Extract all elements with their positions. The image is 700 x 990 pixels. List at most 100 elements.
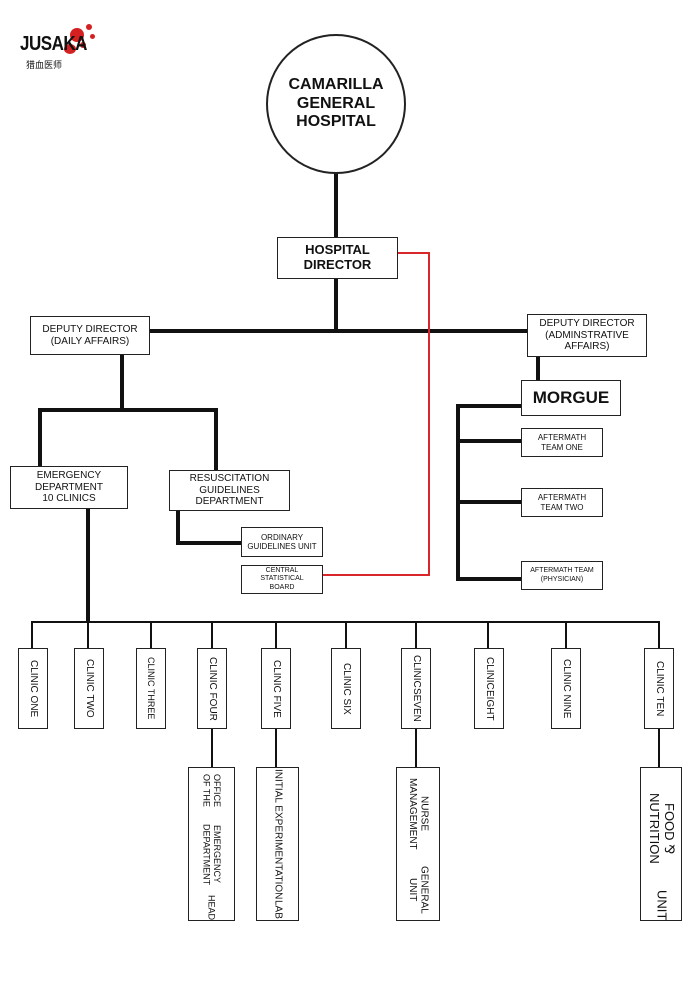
node-label: GENERAL UNIT: [407, 865, 430, 914]
clinic-node: CLINIC TWO: [74, 648, 104, 729]
connector: [345, 622, 347, 648]
node-label: AFTERMATH: [537, 493, 587, 503]
node-label: UNIT: [654, 889, 670, 920]
node-label: GUIDELINES: [199, 484, 260, 496]
node-label: (DAILY AFFAIRS): [50, 335, 130, 347]
node-label: (PHYSICIAN): [540, 575, 584, 583]
node-label: HEAD: [206, 894, 217, 920]
blood-splatter-icon: [80, 42, 86, 48]
node-label: AFTERMATH TEAM: [530, 567, 594, 575]
connector: [176, 511, 180, 545]
clinic-node: CLINIC FOUR: [197, 648, 227, 729]
connector: [487, 622, 489, 648]
connector: [415, 622, 417, 648]
connector: [211, 622, 213, 648]
connector: [38, 408, 218, 412]
connector: [150, 329, 528, 333]
connector: [456, 404, 460, 581]
node-label: CLINIC FIVE: [270, 659, 282, 718]
connector: [456, 577, 522, 581]
node-label: TEAM TWO: [540, 502, 584, 512]
red-link: [323, 574, 430, 576]
clinic-node: CLINIC FIVE: [261, 648, 291, 729]
connector: [176, 541, 242, 545]
nurse-management-node: NURSE MANAGEMENT GENERAL UNIT: [396, 767, 440, 921]
node-label: TEAM ONE: [541, 442, 583, 452]
connector: [31, 622, 33, 648]
connector: [150, 622, 152, 648]
connector: [456, 404, 522, 408]
deputy-director-daily-node: DEPUTY DIRECTOR(DAILY AFFAIRS): [30, 316, 150, 355]
connector: [120, 355, 124, 412]
node-label: GUIDELINES UNIT: [247, 542, 317, 551]
food-nutrition-unit-node: FOOD ⅋ NUTRITION UNIT: [640, 767, 682, 921]
node-label: DEPARTMENT: [35, 481, 103, 493]
node-label: STATISTICAL: [260, 575, 304, 583]
clinic-node: CLINIC NINE: [551, 648, 581, 729]
node-label: CLINIC TWO: [83, 659, 95, 718]
node-label: DEPARTMENT: [195, 496, 264, 508]
node-label: EIGHT: [483, 689, 495, 721]
node-label: AFTERMATH: [537, 433, 587, 443]
clinic-node: CLINIC TEN: [644, 648, 674, 729]
node-label: INITIAL EXPERIMENTATION: [272, 769, 284, 900]
node-label: SEVEN: [410, 687, 422, 722]
node-label: ORDINARY: [260, 532, 304, 542]
clinic-node: CLINIC SIX: [331, 648, 361, 729]
connector: [456, 500, 522, 504]
node-label: 10 CLINICS: [42, 493, 96, 505]
node-label: NURSE MANAGEMENT: [407, 777, 430, 850]
node-label: BOARD: [269, 583, 295, 591]
node-label: AFFAIRS): [564, 341, 610, 353]
node-label: CLINIC SIX: [340, 662, 352, 715]
connector: [536, 357, 540, 381]
hospital-title-line: HOSPITAL: [296, 113, 376, 131]
connector: [275, 622, 277, 648]
node-label: HOSPITAL: [305, 242, 370, 258]
node-label: EMERGENCY DEPARTMENT: [201, 823, 222, 885]
node-label: (ADMINSTRATIVE: [545, 329, 629, 341]
node-label: LAB: [272, 899, 284, 919]
connector: [456, 439, 522, 443]
logo-word: JUSAKA: [20, 32, 87, 55]
office-emergency-head-node: OFFICE OF THE EMERGENCY DEPARTMENT HEAD: [188, 767, 235, 921]
connector: [334, 172, 338, 238]
node-label: RESUSCITATION: [189, 473, 270, 485]
node-label: CLINIC TEN: [653, 660, 665, 717]
node-label: FOOD ⅋ NUTRITION: [647, 793, 677, 865]
hospital-title-line: GENERAL: [296, 94, 376, 112]
jusaka-logo: JUSAKA 猎血医师: [18, 22, 98, 72]
node-label: CLINIC ONE: [27, 659, 39, 718]
connector: [275, 729, 277, 767]
connector: [334, 279, 338, 333]
node-label: DIRECTOR: [303, 257, 372, 272]
morgue-node: MORGUE: [521, 380, 621, 416]
blood-splatter-icon: [90, 34, 95, 39]
red-link: [428, 252, 430, 576]
node-label: MORGUE: [532, 388, 610, 408]
hospital-title-line: CAMARILLA: [288, 76, 384, 94]
node-label: CENTRAL: [265, 567, 299, 575]
node-label: EMERGENCY: [36, 470, 102, 482]
connector: [658, 622, 660, 648]
node-label: CLINIC FOUR: [206, 656, 218, 721]
connector: [415, 729, 417, 767]
connector: [87, 622, 89, 648]
connector: [214, 408, 218, 471]
clinic-node: CLINIC ONE: [18, 648, 48, 729]
node-label: OFFICE OF THE: [201, 774, 222, 808]
connector: [86, 509, 90, 623]
node-label: DEPUTY DIRECTOR: [539, 318, 635, 330]
node-label: CLINIC: [483, 656, 495, 690]
